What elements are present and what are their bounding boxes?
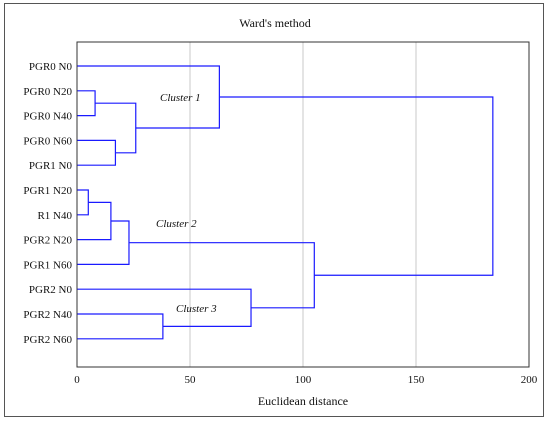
leaf-label: PGR0 N40	[23, 111, 72, 123]
dendrogram-link	[77, 220, 130, 265]
x-axis-label: Euclidean distance	[258, 394, 348, 408]
cluster-3-label: Cluster 3	[176, 303, 217, 315]
leaf-label: PGR0 N60	[23, 135, 72, 147]
leaf-label: PGR1 N0	[29, 160, 73, 172]
chart-title: Ward's method	[239, 16, 311, 30]
leaf-label: PGR2 N0	[29, 284, 73, 296]
x-tick-label: 200	[521, 374, 538, 386]
leaf-label: PGR2 N40	[23, 309, 72, 321]
x-tick-label: 50	[185, 374, 197, 386]
cluster-2-label: Cluster 2	[156, 218, 197, 230]
x-tick-label: 150	[408, 374, 425, 386]
leaf-label: R1 N40	[37, 210, 72, 222]
leaf-label: PGR0 N0	[29, 61, 73, 73]
cluster-1-label: Cluster 1	[160, 92, 201, 104]
x-tick-labels: 0 50 100 150 200	[74, 374, 538, 386]
dendrogram-link	[219, 96, 494, 276]
dendrogram-link	[77, 139, 117, 166]
dendrogram-link	[128, 242, 315, 309]
leaf-label: PGR1 N60	[23, 259, 72, 271]
x-tick-label: 100	[295, 374, 312, 386]
dendrogram-links	[77, 65, 494, 340]
leaf-label: PGR0 N20	[23, 86, 72, 98]
leaf-label: PGR1 N20	[23, 185, 72, 197]
leaf-label: PGR2 N20	[23, 235, 72, 247]
dendrogram-link	[77, 313, 164, 340]
chart-frame	[4, 3, 544, 417]
dendrogram-link	[77, 189, 89, 216]
dendrogram-link	[77, 90, 96, 117]
plot-area	[76, 41, 530, 368]
grid-lines	[189, 42, 417, 367]
x-tick-label: 0	[74, 374, 80, 386]
dendrogram-link	[77, 288, 252, 327]
dendrogram-link	[77, 201, 112, 241]
leaf-label: PGR2 N60	[23, 334, 72, 346]
